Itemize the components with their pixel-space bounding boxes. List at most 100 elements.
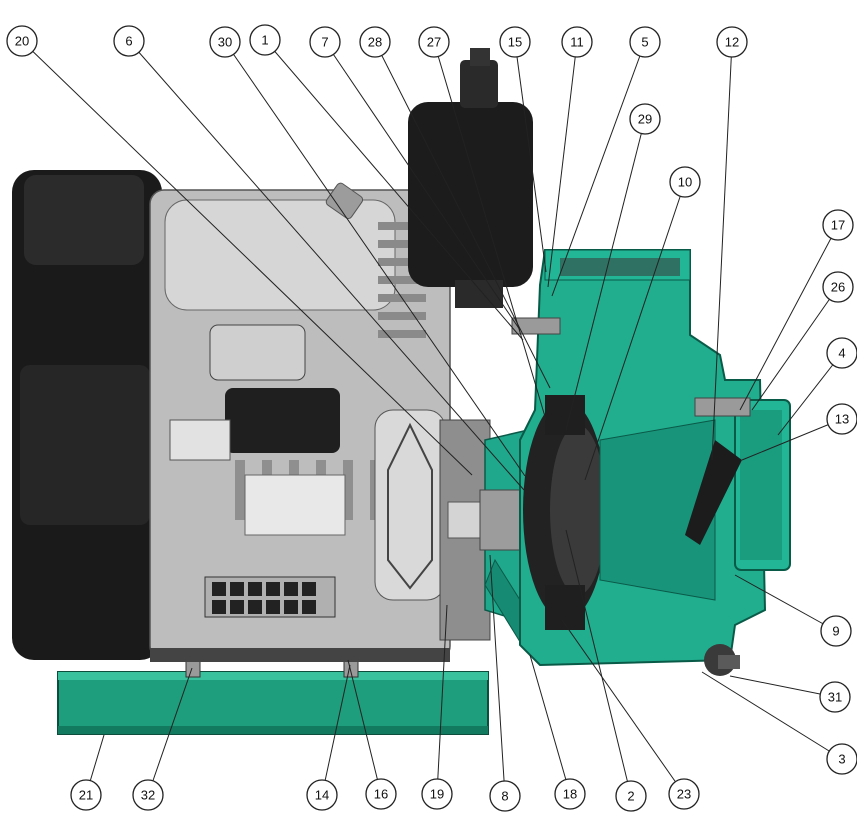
callout-12: 12 bbox=[716, 26, 748, 58]
callout-5: 5 bbox=[629, 26, 661, 58]
callout-number: 6 bbox=[125, 34, 132, 49]
callout-circle bbox=[716, 26, 748, 58]
callout-8: 8 bbox=[489, 780, 521, 812]
fuel-tank bbox=[164, 199, 396, 311]
fuel-cap bbox=[325, 182, 364, 220]
callout-19: 19 bbox=[421, 778, 453, 810]
callout-circle bbox=[826, 403, 857, 435]
callout-number: 8 bbox=[501, 789, 508, 804]
callout-circle bbox=[70, 779, 102, 811]
callout-number: 7 bbox=[321, 35, 328, 50]
callout-9: 9 bbox=[820, 615, 852, 647]
engine bbox=[12, 170, 451, 662]
callout-number: 17 bbox=[831, 218, 845, 233]
callout-number: 21 bbox=[79, 788, 93, 803]
callout-circle bbox=[6, 25, 38, 57]
callout-number: 26 bbox=[831, 280, 845, 295]
callout-circle bbox=[113, 25, 145, 57]
callout-circle bbox=[669, 166, 701, 198]
callout-circle bbox=[365, 778, 397, 810]
flange-bolt bbox=[694, 397, 751, 417]
callout-number: 16 bbox=[374, 787, 388, 802]
starter-solenoid bbox=[209, 324, 306, 381]
callout-circle bbox=[822, 209, 854, 241]
callout-circle bbox=[418, 26, 450, 58]
callout-number: 14 bbox=[315, 788, 329, 803]
callout-3: 3 bbox=[826, 743, 857, 775]
callout-number: 23 bbox=[677, 787, 691, 802]
callout-circle bbox=[822, 271, 854, 303]
callout-number: 12 bbox=[725, 35, 739, 50]
callout-number: 9 bbox=[832, 624, 839, 639]
callout-circle bbox=[489, 780, 521, 812]
callout-7: 7 bbox=[309, 26, 341, 58]
callout-circle bbox=[561, 26, 593, 58]
callout-30: 30 bbox=[209, 26, 241, 58]
callout-circle bbox=[668, 778, 700, 810]
callout-17: 17 bbox=[822, 209, 854, 241]
callout-28: 28 bbox=[359, 26, 391, 58]
fill-plug bbox=[511, 317, 561, 335]
callout-circle bbox=[629, 103, 661, 135]
callout-31: 31 bbox=[819, 681, 851, 713]
callout-number: 29 bbox=[638, 112, 652, 127]
callout-number: 5 bbox=[641, 35, 648, 50]
callout-number: 15 bbox=[508, 35, 522, 50]
callout-circle bbox=[132, 779, 164, 811]
callout-circle bbox=[819, 681, 851, 713]
callout-circle bbox=[554, 778, 586, 810]
callout-circle bbox=[629, 26, 661, 58]
pump-casing bbox=[511, 249, 791, 676]
inlet-thread bbox=[560, 258, 680, 276]
callout-number: 19 bbox=[430, 787, 444, 802]
callout-circle bbox=[421, 778, 453, 810]
callout-16: 16 bbox=[365, 778, 397, 810]
callout-circle bbox=[309, 26, 341, 58]
callout-circle bbox=[826, 337, 857, 369]
callout-circle bbox=[499, 26, 531, 58]
callout-number: 2 bbox=[627, 789, 634, 804]
leader-lines bbox=[21, 39, 843, 797]
callout-number: 31 bbox=[828, 690, 842, 705]
callout-11: 11 bbox=[561, 26, 593, 58]
callout-number: 28 bbox=[368, 35, 382, 50]
callout-number: 27 bbox=[427, 35, 441, 50]
callout-number: 32 bbox=[141, 788, 155, 803]
callout-29: 29 bbox=[629, 103, 661, 135]
callout-15: 15 bbox=[499, 26, 531, 58]
check-valve-flap bbox=[685, 440, 742, 545]
base-frame bbox=[57, 654, 489, 735]
callout-21: 21 bbox=[70, 779, 102, 811]
callout-1: 1 bbox=[249, 24, 281, 56]
callout-number: 4 bbox=[838, 346, 845, 361]
callout-27: 27 bbox=[418, 26, 450, 58]
callout-circle bbox=[209, 26, 241, 58]
callout-circle bbox=[306, 779, 338, 811]
callout-number: 13 bbox=[835, 412, 849, 427]
callout-20: 20 bbox=[6, 25, 38, 57]
callout-circle bbox=[826, 743, 857, 775]
callout-circle bbox=[249, 24, 281, 56]
callout-number: 1 bbox=[261, 33, 268, 48]
callout-number: 10 bbox=[678, 175, 692, 190]
callout-circle bbox=[615, 780, 647, 812]
control-box bbox=[408, 48, 533, 308]
callout-number: 11 bbox=[570, 35, 584, 50]
callout-number: 30 bbox=[218, 35, 232, 50]
callout-number: 20 bbox=[15, 34, 29, 49]
callout-number: 18 bbox=[563, 787, 577, 802]
callout-14: 14 bbox=[306, 779, 338, 811]
callout-32: 32 bbox=[132, 779, 164, 811]
control-box-body bbox=[408, 102, 533, 287]
callout-23: 23 bbox=[668, 778, 700, 810]
starter-motor bbox=[225, 388, 340, 453]
vent-grid bbox=[204, 576, 336, 618]
callout-2: 2 bbox=[615, 780, 647, 812]
callout-26: 26 bbox=[822, 271, 854, 303]
callout-18: 18 bbox=[554, 778, 586, 810]
nameplate bbox=[244, 474, 346, 536]
callout-number: 3 bbox=[838, 752, 845, 767]
callout-circle bbox=[820, 615, 852, 647]
